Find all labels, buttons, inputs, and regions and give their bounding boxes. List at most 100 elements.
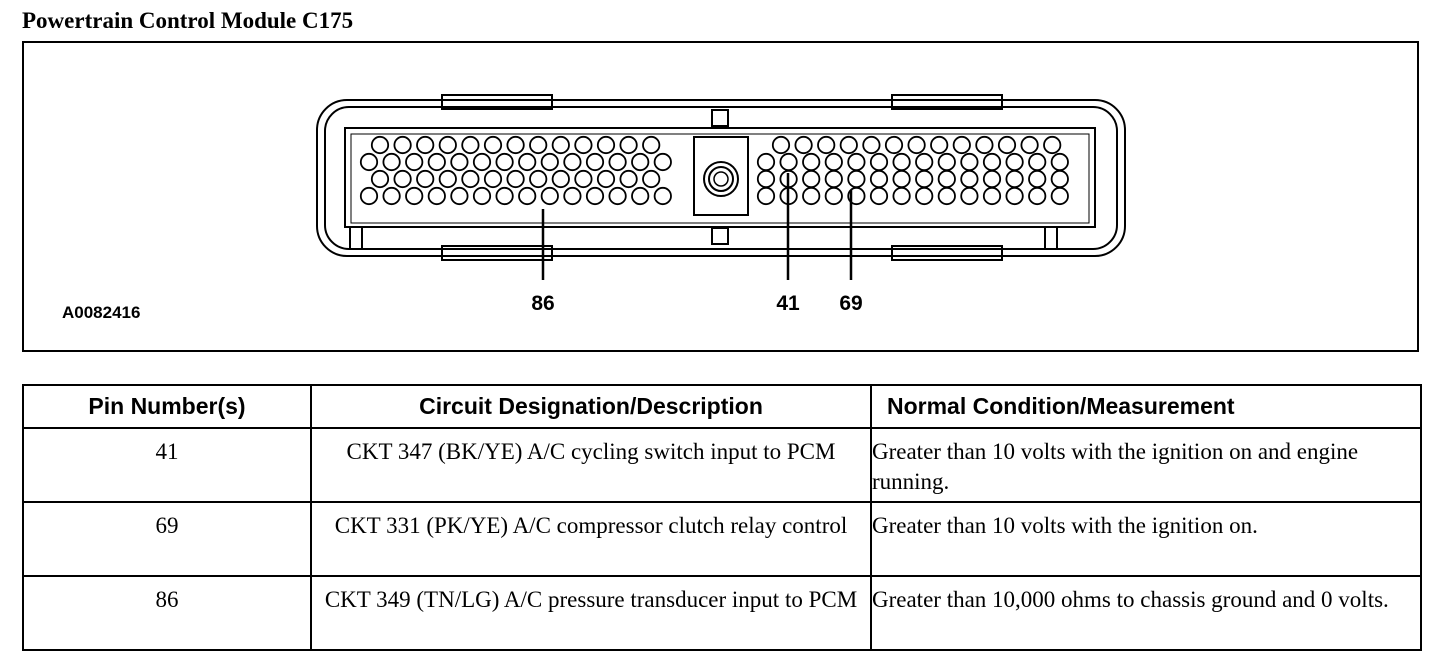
pin-cavity	[907, 135, 926, 155]
pin-table: Pin Number(s) Circuit Designation/Descri…	[22, 384, 1422, 651]
pin-cavity	[483, 135, 503, 155]
pin-cavity	[884, 135, 904, 155]
connector-key-bottom	[711, 227, 729, 245]
pin-cavity	[359, 152, 379, 172]
pin-cavity	[438, 135, 457, 155]
pin-cavity	[585, 186, 605, 206]
pin-cavity	[461, 169, 480, 189]
pin-cavity	[608, 152, 627, 172]
table-row: 86 CKT 349 (TN/LG) A/C pressure transduc…	[22, 575, 1422, 651]
pin-cavity	[847, 169, 866, 189]
connector-latch-top-right	[891, 94, 1003, 110]
pin-field-inner-frame	[350, 133, 1090, 224]
pin-cavity	[427, 186, 446, 206]
pin-cavity	[869, 152, 889, 172]
pin-cavity	[450, 186, 469, 206]
pin-cavity	[416, 169, 435, 189]
pin-cavity	[892, 186, 911, 206]
pin-cavity	[915, 169, 934, 189]
pin-cavity	[982, 152, 1002, 172]
connector-post-right	[1044, 226, 1058, 250]
pin-cavity	[405, 152, 424, 172]
pin-cavity	[518, 152, 537, 172]
circuit-description-cell: CKT 347 (BK/YE) A/C cycling switch input…	[310, 427, 872, 503]
pin-cavity	[518, 186, 537, 206]
pin-cavity	[847, 152, 866, 172]
pin-cavity	[802, 169, 821, 189]
normal-condition-cell: Greater than 10,000 ohms to chassis grou…	[870, 575, 1422, 651]
pin-cavity	[653, 186, 672, 206]
pin-cavity	[574, 135, 593, 155]
pin-cavity	[937, 186, 956, 206]
pin-cavity	[393, 169, 412, 189]
pin-cavity	[869, 186, 889, 206]
pin-cavity	[937, 169, 956, 189]
center-screw-hole	[713, 171, 729, 187]
callout-label-69: 69	[839, 292, 862, 315]
connector-diagram: 86 41 69 A0082416	[22, 41, 1419, 352]
pin-cavity	[960, 169, 979, 189]
pin-cavity	[642, 169, 661, 189]
pin-cavity	[1050, 169, 1069, 189]
pin-cavity	[642, 135, 661, 155]
pin-cavity	[506, 169, 525, 189]
pin-cavity	[382, 186, 401, 206]
pin-cavity	[461, 135, 480, 155]
pin-cavity	[892, 152, 911, 172]
connector-post-left	[349, 226, 363, 250]
pin-cavity	[382, 152, 401, 172]
pin-cavity	[608, 186, 627, 206]
pin-cavity	[540, 152, 559, 172]
pin-cavity	[997, 135, 1017, 155]
callout-label-86: 86	[531, 292, 554, 315]
normal-condition-cell: Greater than 10 volts with the ignition …	[870, 427, 1422, 503]
connector-inner-shell	[324, 106, 1118, 250]
pin-cavity	[756, 186, 776, 206]
pin-cavity	[506, 135, 525, 155]
pin-cavity	[472, 186, 492, 206]
connector-outer-shell	[316, 99, 1126, 257]
pin-cavity	[847, 186, 866, 206]
pin-grid	[359, 135, 1069, 206]
pin-cavity	[529, 169, 548, 189]
pin-cavity	[975, 135, 994, 155]
circuit-description-cell: CKT 349 (TN/LG) A/C pressure transducer …	[310, 575, 872, 651]
pin-cavity	[574, 169, 593, 189]
figure-id: A0082416	[62, 303, 140, 322]
pin-cavity	[756, 169, 776, 189]
pin-cavity	[585, 152, 605, 172]
circuit-description-cell: CKT 331 (PK/YE) A/C compressor clutch re…	[310, 501, 872, 577]
connector-key-top	[711, 109, 729, 127]
pin-cavity	[756, 152, 776, 172]
pin-cavity	[370, 135, 390, 155]
pin-cavity	[869, 169, 889, 189]
pin-cavity	[563, 186, 582, 206]
header-pin-numbers: Pin Number(s)	[22, 384, 312, 429]
pin-number-cell: 69	[22, 501, 312, 577]
pin-cavity	[438, 169, 457, 189]
pin-cavity	[892, 169, 911, 189]
pin-cavity	[960, 152, 979, 172]
pin-cavity	[495, 152, 514, 172]
pin-cavity	[937, 152, 956, 172]
pin-cavity	[1028, 152, 1047, 172]
pin-cavity	[596, 135, 616, 155]
pin-cavity	[427, 152, 446, 172]
callout-label-41: 41	[776, 292, 800, 315]
pin-cavity	[1005, 152, 1024, 172]
pin-cavity	[472, 152, 492, 172]
pin-cavity	[1028, 169, 1047, 189]
connector-drawing: 86 41 69 A0082416	[62, 94, 1126, 322]
pin-cavity	[1050, 152, 1069, 172]
pin-cavity	[824, 152, 843, 172]
pin-cavity	[862, 135, 881, 155]
pin-cavity	[824, 169, 843, 189]
page-title: Powertrain Control Module C175	[22, 8, 354, 33]
pin-cavity	[416, 135, 435, 155]
pin-cavity	[359, 186, 379, 206]
normal-condition-cell: Greater than 10 volts with the ignition …	[870, 501, 1422, 577]
pin-cavity	[619, 169, 638, 189]
pin-cavity	[771, 135, 791, 155]
table-header-row: Pin Number(s) Circuit Designation/Descri…	[22, 384, 1422, 429]
pin-cavity	[1020, 135, 1039, 155]
